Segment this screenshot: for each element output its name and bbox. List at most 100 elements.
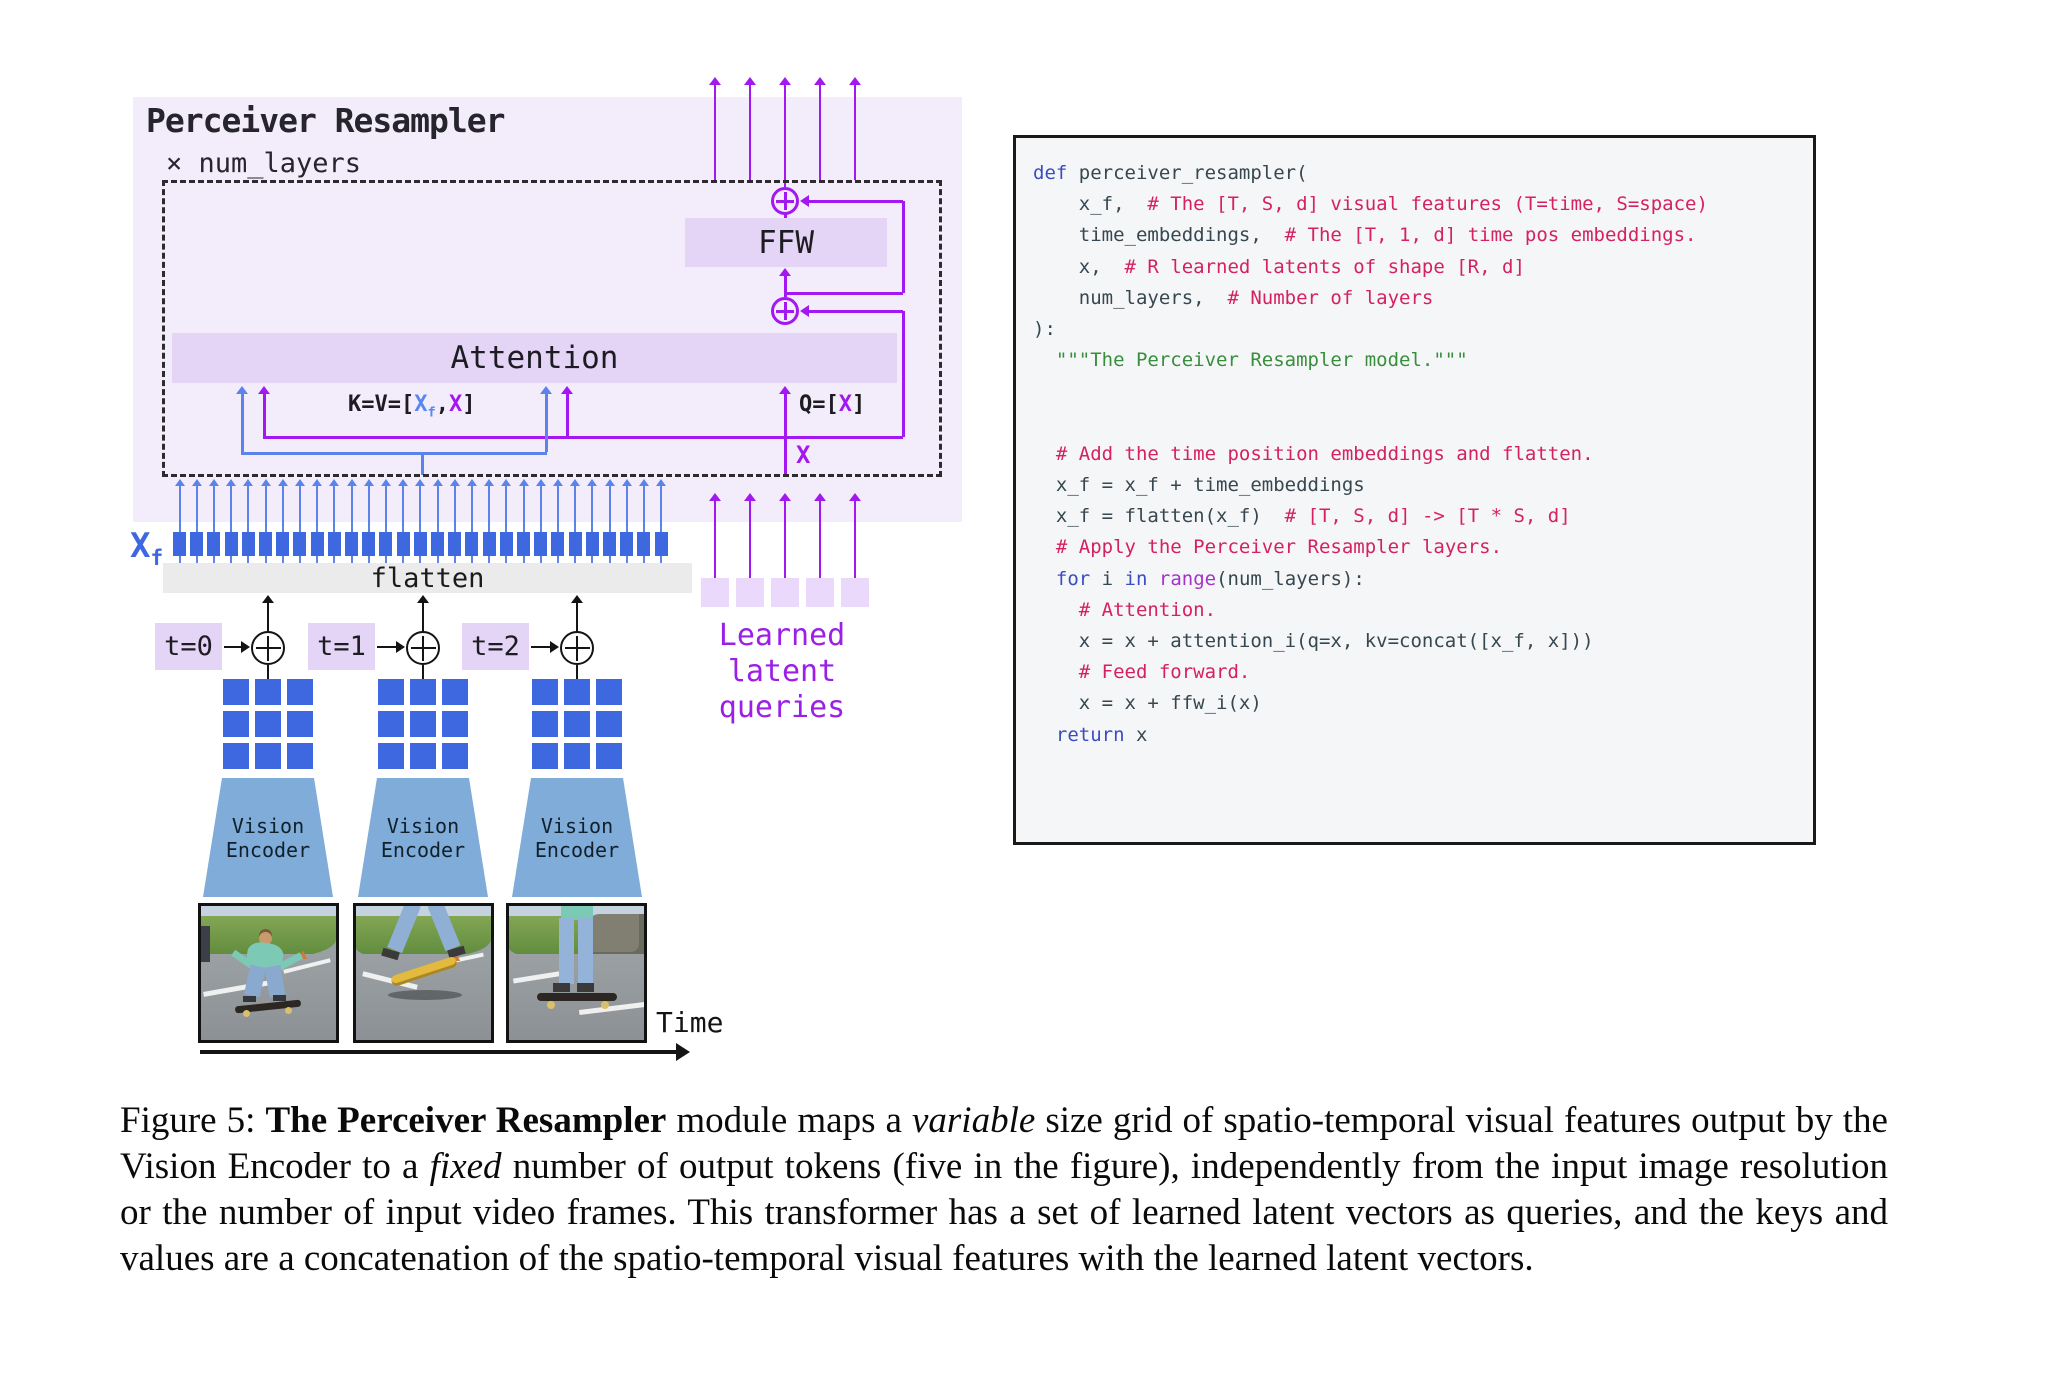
feature-arrow-head [260, 479, 271, 486]
output-token-arrow-head [849, 77, 861, 85]
feature-arrow-head [552, 479, 563, 486]
code-token [1033, 568, 1056, 590]
code-panel: def perceiver_resampler( x_f, # The [T, … [1013, 135, 1816, 845]
time-step-label-1: t=1 [308, 623, 375, 670]
code-token: # Feed forward. [1078, 661, 1251, 684]
feature-token [465, 532, 479, 556]
feature-token [517, 532, 530, 556]
feature-arrow [608, 485, 611, 563]
kv-x: X [448, 392, 463, 417]
feature-arrow-head [174, 479, 185, 486]
feature-grid-cell [532, 743, 558, 769]
feature-arrow [539, 485, 542, 563]
feature-arrow-head [380, 479, 391, 486]
kv-x-arrow-left [262, 393, 266, 436]
feature-arrow-head [449, 479, 460, 486]
feature-token [241, 532, 255, 556]
feature-arrow [470, 485, 473, 563]
kv-prefix: K=V=[ [348, 392, 415, 417]
query-label: Q=[X] [799, 392, 865, 417]
code-token: num_layers, [1033, 286, 1228, 309]
feature-grid-cell [287, 679, 313, 705]
latent-token [771, 578, 799, 607]
ffw-skip-branch [785, 291, 903, 295]
merge-to-flatten-arrow [421, 602, 425, 633]
code-line: time_embeddings, # The [T, 1, d] time po… [1033, 220, 1708, 251]
feature-token [190, 532, 204, 556]
skateboard-wheel [547, 1001, 555, 1009]
latent-query-arrow [748, 500, 752, 578]
code-token: (num_layers): [1216, 567, 1365, 590]
skater-shoe [273, 995, 286, 1001]
q-prefix: Q=[ [799, 392, 839, 417]
merge-to-flatten-arrow-head [417, 595, 429, 603]
feature-token [448, 532, 462, 556]
latent-query-arrow-head [849, 493, 861, 501]
code-token: x_f = x_f + time_embeddings [1033, 474, 1365, 497]
feature-token [224, 532, 238, 556]
vision-encoder-0: Vision Encoder [203, 778, 333, 897]
feature-token [293, 532, 307, 556]
time-embed-arrow [224, 645, 242, 649]
code-token: x_f = flatten(x_f) [1033, 505, 1285, 528]
output-token-arrow [783, 84, 787, 187]
kv-xf-arrow-left [240, 393, 244, 452]
feature-grid-cell [596, 743, 622, 769]
feature-arrow-head [363, 479, 374, 486]
caption-segment: Figure 5: [120, 1100, 266, 1141]
feature-arrow [350, 485, 353, 563]
ffw-input-arrow-head [779, 268, 791, 276]
kv-xf-arrow-right-head [540, 386, 552, 394]
code-token: x = x + ffw_i(x) [1033, 692, 1262, 715]
caption-segment: number of output tokens (five in the fig… [120, 1146, 1888, 1279]
time-embed-arrow-head [241, 641, 250, 653]
feature-token [276, 532, 290, 556]
vision-encoder-label-line1: Vision [540, 813, 614, 838]
feature-token [173, 532, 186, 556]
skater-leg [578, 918, 593, 984]
feature-token [534, 532, 548, 556]
feature-grid-cell [223, 679, 249, 705]
caption-segment: The Perceiver Resampler [265, 1100, 667, 1141]
latent-token [701, 578, 729, 607]
time-embed-arrow-head [550, 641, 559, 653]
code-line: # Attention. [1033, 595, 1708, 626]
feature-token [568, 532, 582, 556]
latent-token [841, 578, 869, 607]
code-line: x = x + attention_i(q=x, kv=concat([x_f,… [1033, 626, 1708, 657]
q-arrow [783, 393, 787, 436]
feature-grid-cell [223, 743, 249, 769]
latent-query-arrow-head [744, 493, 756, 501]
feature-grid-cell [410, 743, 436, 769]
code-line: """The Perceiver Resampler model.""" [1033, 345, 1708, 376]
q-x: X [838, 392, 852, 417]
code-token: """The Perceiver Resampler model.""" [1033, 349, 1468, 372]
kv-x-arrow-right-head [561, 386, 573, 394]
code-token: return [1055, 723, 1125, 746]
kv-suffix: ] [462, 392, 476, 417]
time-embed-arrow [377, 645, 397, 649]
latent-query-arrow [783, 500, 787, 578]
feature-token [499, 532, 513, 556]
skateboard-wheel [601, 1001, 609, 1009]
xf-base: X [130, 526, 151, 566]
feature-grid-cell [378, 711, 404, 737]
skateboard [537, 993, 617, 1001]
code-token [1033, 443, 1056, 465]
feature-token [310, 532, 324, 556]
feature-token [396, 532, 410, 556]
feature-token [207, 532, 221, 556]
feature-grid-cell [255, 743, 281, 769]
feature-arrow-head [277, 479, 288, 486]
feature-token [431, 532, 444, 556]
skater-shoe [553, 983, 570, 992]
vision-encoder-2: Vision Encoder [512, 778, 642, 897]
code-line: x, # R learned latents of shape [R, d] [1033, 252, 1708, 283]
feature-token [654, 532, 668, 556]
latent-caption-line-3: queries [718, 690, 846, 725]
feature-token [379, 532, 393, 556]
video-frame-2 [506, 903, 647, 1043]
output-token-arrow-head [709, 77, 721, 85]
code-token: # Add the time position embeddings and f… [1055, 442, 1594, 465]
